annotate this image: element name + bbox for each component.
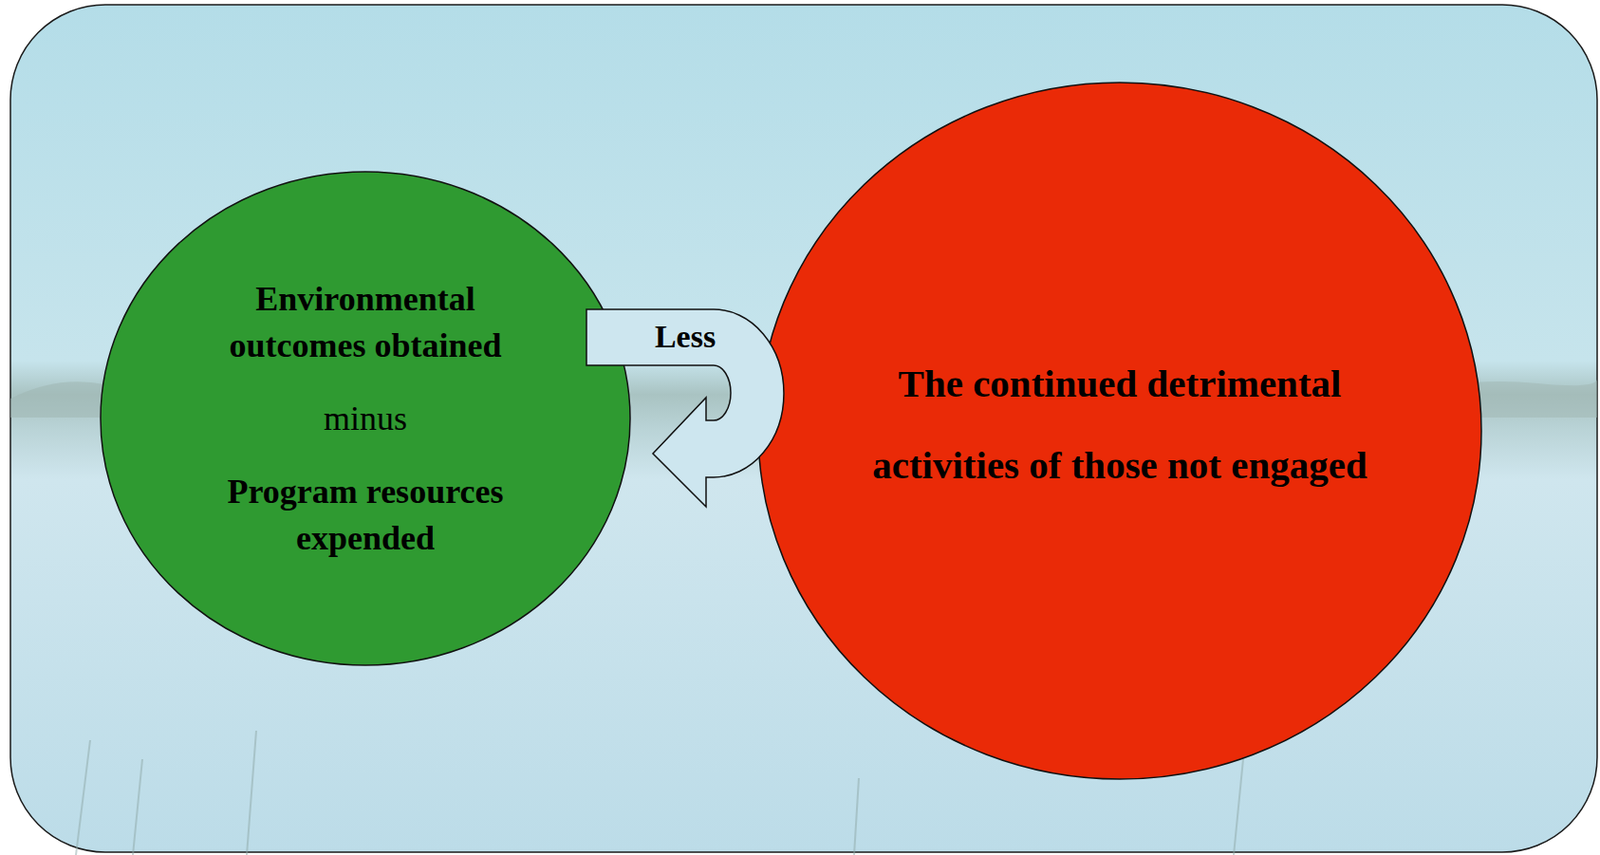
detriment-circle: The continued detrimental activities of … xyxy=(757,81,1483,781)
node-label: The continued detrimental activities of … xyxy=(849,342,1391,506)
circle-outline xyxy=(757,81,1483,781)
outcome-circle: Environmental outcomes obtained minusProg… xyxy=(99,170,632,667)
node-label: minus xyxy=(194,395,537,443)
arrow-label: Less xyxy=(654,318,716,355)
text-group: Environmental outcomes obtained minusProg… xyxy=(194,276,537,562)
text-group: The continued detrimental activities of … xyxy=(849,342,1391,506)
node-label: Environmental outcomes obtained xyxy=(194,276,537,370)
frame-panel xyxy=(10,4,1598,853)
node-label: Program resources expended xyxy=(194,468,537,562)
